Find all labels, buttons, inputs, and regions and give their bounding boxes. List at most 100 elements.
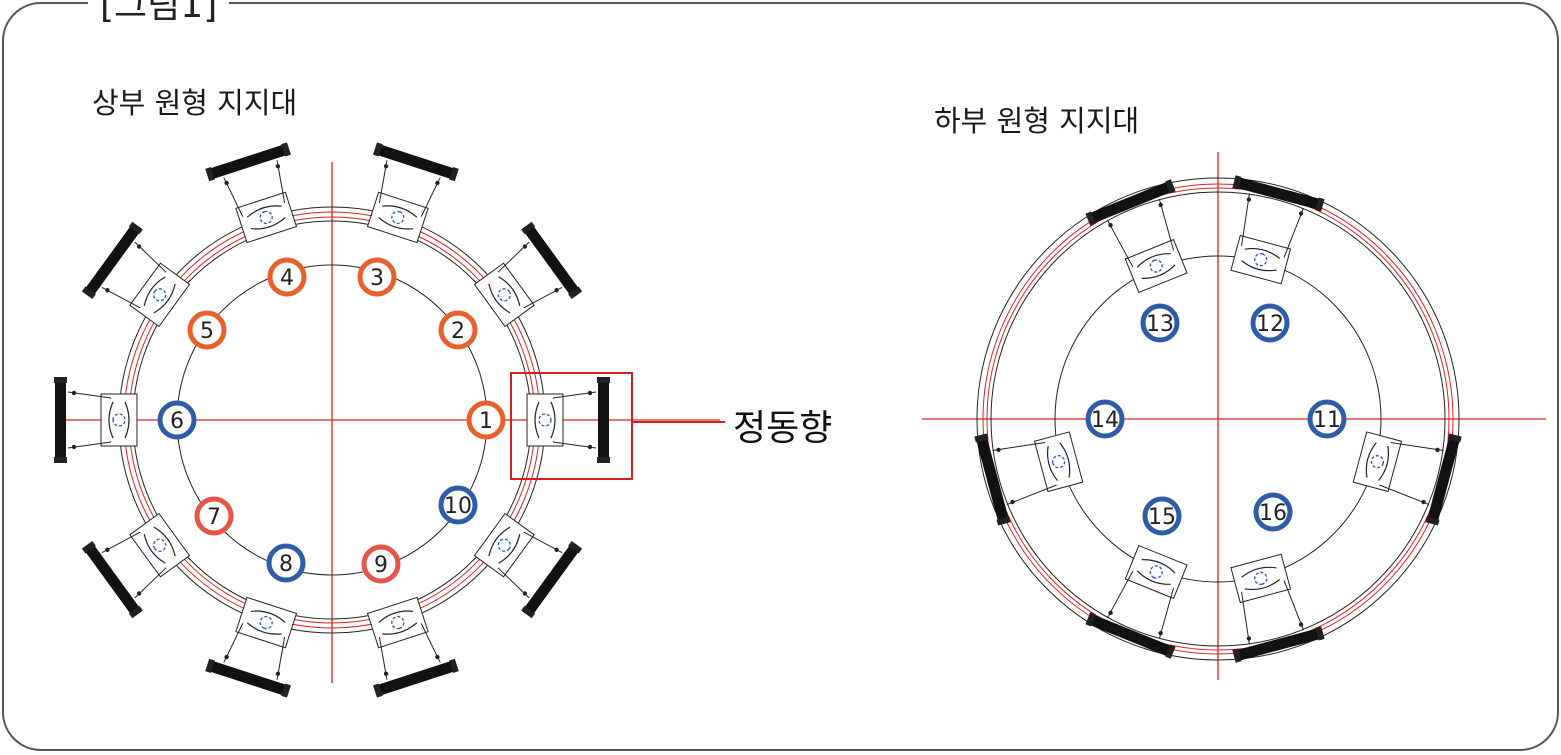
lamp-tube bbox=[1234, 177, 1322, 210]
lamp-cap bbox=[1085, 211, 1096, 226]
mount-pivot bbox=[1370, 455, 1385, 469]
mount-pivot bbox=[497, 288, 512, 302]
lamp-tube bbox=[55, 379, 66, 461]
upper-marker-3: 3 bbox=[357, 257, 397, 297]
lamp-cap bbox=[205, 167, 215, 182]
upper-mount-7 bbox=[81, 512, 191, 619]
lower-mount-1 bbox=[1352, 431, 1462, 526]
upper-marker-9: 9 bbox=[361, 544, 401, 584]
mount-joint bbox=[587, 390, 593, 396]
lamp-cap bbox=[54, 377, 67, 383]
mount-pivot bbox=[538, 413, 552, 427]
marker-number: 11 bbox=[1313, 408, 1341, 433]
marker-number: 14 bbox=[1091, 408, 1119, 433]
lower-ring-red-2 bbox=[986, 187, 1450, 651]
mount-pivot bbox=[152, 288, 167, 302]
lower-mount-4 bbox=[974, 431, 1084, 526]
mount-joint bbox=[1298, 211, 1304, 216]
marker-number: 6 bbox=[170, 409, 184, 434]
lamp-tube bbox=[84, 543, 141, 616]
lower-marker-15: 15 bbox=[1142, 496, 1182, 536]
lamp-cap bbox=[449, 167, 459, 182]
upper-lamp-mounts bbox=[54, 142, 610, 698]
marker-number: 16 bbox=[1259, 501, 1287, 526]
upper-mount-1 bbox=[526, 377, 610, 463]
mount-joint bbox=[383, 671, 389, 676]
mount-arm bbox=[1006, 484, 1057, 506]
lamp-tube bbox=[523, 224, 580, 297]
mount-bracket bbox=[473, 262, 535, 328]
mount-joint bbox=[71, 444, 77, 450]
mount-joint bbox=[105, 287, 110, 293]
marker-number: 1 bbox=[479, 409, 493, 434]
lamp-cap bbox=[128, 221, 143, 235]
lamp-tube bbox=[375, 144, 457, 180]
lamp-cap bbox=[81, 286, 96, 300]
mount-pivot bbox=[1254, 252, 1268, 267]
mount-clamp bbox=[143, 526, 176, 564]
mount-bracket bbox=[100, 393, 138, 447]
mount-arm bbox=[1241, 591, 1250, 645]
lower-support-title: 하부 원형 지지대 bbox=[934, 104, 1140, 138]
lower-marker-11: 11 bbox=[1307, 399, 1347, 439]
mount-arm bbox=[1283, 207, 1305, 258]
marker-number: 3 bbox=[370, 266, 384, 291]
lamp-tube bbox=[1234, 628, 1322, 661]
mount-bracket bbox=[129, 512, 191, 578]
mount-joint bbox=[996, 447, 1001, 453]
mount-joint bbox=[1298, 622, 1304, 627]
lower-mount-5 bbox=[1085, 544, 1188, 659]
east-highlight-box bbox=[510, 372, 633, 480]
marker-ring bbox=[1085, 399, 1125, 439]
lamp-cap bbox=[449, 658, 459, 673]
mount-bracket bbox=[235, 191, 298, 244]
mount-arm bbox=[1379, 484, 1430, 506]
lamp-tube bbox=[1088, 614, 1173, 657]
lamp-cap bbox=[1165, 644, 1176, 659]
lamp-tube bbox=[207, 144, 289, 180]
upper-marker-6: 6 bbox=[157, 400, 197, 440]
mount-joint bbox=[1010, 499, 1015, 505]
lamp-cap bbox=[1232, 648, 1242, 663]
marker-ring bbox=[438, 310, 478, 350]
upper-marker-10: 10 bbox=[438, 485, 478, 525]
lower-ring-red-1 bbox=[982, 183, 1454, 655]
mount-bracket bbox=[1352, 431, 1403, 493]
lower-mount-2 bbox=[1230, 175, 1325, 285]
mount-joint bbox=[1108, 610, 1113, 616]
lamp-cap bbox=[54, 457, 67, 463]
marker-ring bbox=[157, 400, 197, 440]
lamp-tube bbox=[598, 379, 609, 461]
mount-clamp bbox=[1136, 559, 1176, 585]
lamp-tube bbox=[84, 224, 141, 297]
mount-clamp bbox=[246, 610, 286, 635]
lamp-cap bbox=[1165, 179, 1176, 194]
mount-joint bbox=[435, 180, 440, 186]
mount-bracket bbox=[1124, 238, 1188, 294]
mount-bracket bbox=[1124, 544, 1188, 600]
mount-joint bbox=[1246, 636, 1252, 641]
lamp-cap bbox=[281, 142, 292, 157]
mount-pivot bbox=[259, 615, 273, 630]
lamp-tube bbox=[375, 660, 457, 696]
mount-clamp bbox=[488, 276, 521, 314]
lamp-cap bbox=[521, 221, 536, 235]
mount-joint bbox=[554, 287, 559, 293]
mount-arm bbox=[1283, 580, 1305, 631]
mount-bracket bbox=[473, 512, 535, 578]
lamp-tube bbox=[976, 435, 1009, 523]
mount-joint bbox=[522, 244, 528, 249]
mount-clamp bbox=[1241, 247, 1281, 272]
mount-joint bbox=[1421, 499, 1426, 505]
mount-bracket bbox=[526, 393, 564, 447]
mount-joint bbox=[224, 654, 229, 660]
mount-bracket bbox=[366, 191, 429, 244]
mount-arm bbox=[992, 442, 1046, 451]
figure-label: [그림1] bbox=[88, 0, 230, 26]
mount-joint bbox=[383, 164, 389, 169]
mount-joint bbox=[1108, 222, 1113, 228]
